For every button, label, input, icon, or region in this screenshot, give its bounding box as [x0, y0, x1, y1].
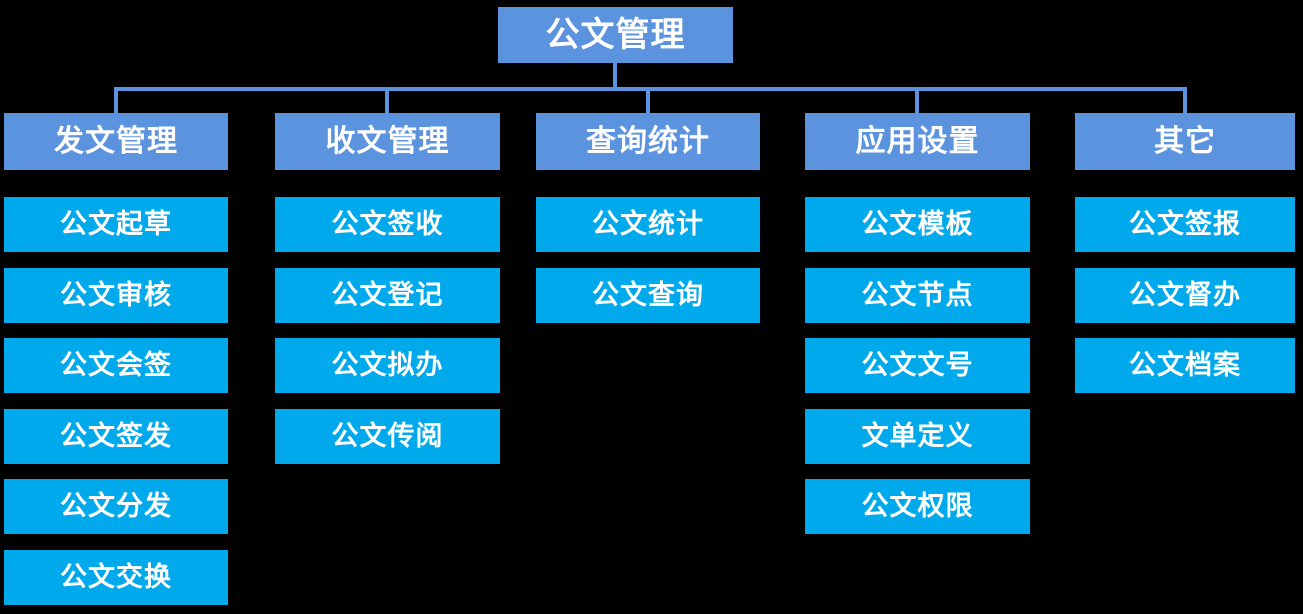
leaf-node: 公文督办: [1075, 268, 1295, 323]
branch-node: 发文管理: [4, 113, 228, 170]
leaf-node: 公文签发: [4, 409, 228, 464]
leaf-node: 公文文号: [805, 338, 1030, 393]
leaf-node: 公文签收: [275, 197, 500, 252]
branch-column-fawen: 发文管理 公文起草 公文审核 公文会签 公文签发 公文分发 公文交换: [4, 113, 228, 614]
connector-root-stub: [613, 63, 617, 91]
branch-column-qita: 其它 公文签报 公文督办 公文档案: [1075, 113, 1295, 614]
branch-column-shouwen: 收文管理 公文签收 公文登记 公文拟办 公文传阅: [275, 113, 500, 614]
connector-horizontal-line: [114, 87, 1187, 91]
branch-node: 其它: [1075, 113, 1295, 170]
leaf-node: 公文会签: [4, 338, 228, 393]
leaf-node: 公文签报: [1075, 197, 1295, 252]
leaf-node: 公文模板: [805, 197, 1030, 252]
branch-node: 收文管理: [275, 113, 500, 170]
connector-drop-3: [646, 91, 650, 113]
leaf-node: 公文拟办: [275, 338, 500, 393]
leaf-node: 公文节点: [805, 268, 1030, 323]
leaf-node: 公文权限: [805, 479, 1030, 534]
branch-column-chaxun: 查询统计 公文统计 公文查询: [536, 113, 760, 614]
leaf-node: 公文档案: [1075, 338, 1295, 393]
root-node: 公文管理: [498, 7, 733, 63]
leaf-node: 文单定义: [805, 409, 1030, 464]
connector-drop-1: [114, 91, 118, 113]
leaf-node: 公文统计: [536, 197, 760, 252]
leaf-node: 公文审核: [4, 268, 228, 323]
connector-drop-2: [385, 91, 389, 113]
leaf-node: 公文分发: [4, 479, 228, 534]
connector-drop-5: [1183, 91, 1187, 113]
leaf-node: 公文传阅: [275, 409, 500, 464]
leaf-node: 公文起草: [4, 197, 228, 252]
leaf-node: 公文查询: [536, 268, 760, 323]
leaf-node: 公文登记: [275, 268, 500, 323]
branch-node: 查询统计: [536, 113, 760, 170]
leaf-node: 公文交换: [4, 550, 228, 605]
branch-node: 应用设置: [805, 113, 1030, 170]
branch-column-shezhi: 应用设置 公文模板 公文节点 公文文号 文单定义 公文权限: [805, 113, 1030, 614]
connector-drop-4: [915, 91, 919, 113]
